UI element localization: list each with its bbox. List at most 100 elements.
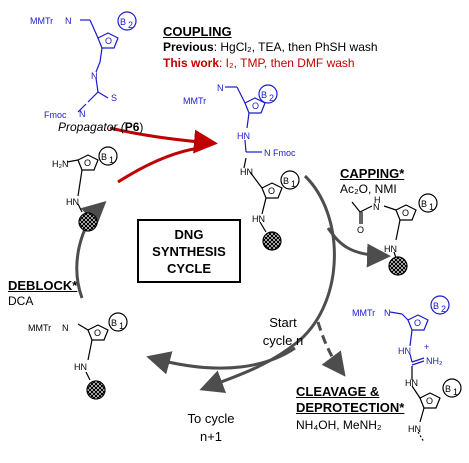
cleavage-reagents: NH₄OH, MeNH₂	[296, 418, 382, 432]
cleaved-n1: N	[384, 308, 391, 318]
propagator-label: Propagator (	[58, 120, 125, 134]
dimer-b1: B	[283, 176, 289, 186]
bottom-hn: HN	[74, 362, 87, 372]
cleavage-title-2: DEPROTECTION*	[296, 400, 405, 415]
coupling-title: COUPLING	[163, 24, 232, 39]
bottom-b1-sub: 1	[119, 321, 124, 331]
molecule-mmtr-resin	[77, 312, 128, 400]
red-arrow-propagator	[109, 126, 218, 154]
arc-capping	[326, 227, 391, 268]
molecule-coupled-dimer-black	[243, 157, 300, 251]
cleaved-b1: B	[445, 384, 451, 394]
molecule-cleaved-labels: MMTr N O HN NH₂ + HN O HN B 2 B 1	[352, 301, 458, 434]
dimer-o1: O	[252, 101, 259, 111]
arc-start-to-deblock	[146, 346, 296, 375]
cleaved-b2: B	[433, 301, 439, 311]
amine-hn: HN	[66, 197, 79, 207]
bottom-n: N	[62, 323, 69, 333]
previous-text: : HgCl₂, TEA, then PhSH wash	[213, 40, 378, 54]
coupling-this-work: This work: I₂, TMP, then DMF wash	[163, 56, 355, 70]
cleaved-b2-sub: 2	[441, 304, 446, 314]
nh-label-2: N	[91, 71, 98, 81]
previous-label: Previous	[163, 40, 214, 54]
molecule-capped-labels: N H O O HN B 1	[357, 195, 434, 254]
cleavage-title-1: CLEAVAGE &	[296, 384, 380, 399]
capped-b1: B	[421, 199, 427, 209]
dimer-o2: O	[268, 186, 275, 196]
cleaved-b1-sub: 1	[453, 387, 458, 397]
dimer-n-fmoc: N	[264, 148, 271, 158]
b2-badge	[117, 11, 137, 31]
b2-label-1: B	[120, 17, 126, 27]
capped-b1-sub: 1	[429, 202, 434, 212]
cleaved-nh2: NH₂	[426, 356, 443, 366]
arc-cleavage	[316, 321, 346, 377]
molecule-amine-resin-labels: H₂N O HN B 1	[52, 152, 114, 207]
start-label: Start cycle n	[248, 314, 318, 350]
bottom-b1: B	[111, 318, 117, 328]
mmtr-label: MMTr	[30, 16, 53, 26]
start-line1: Start	[269, 315, 297, 330]
dimer-hn: HN	[237, 131, 250, 141]
amine-b1-sub: 1	[109, 155, 114, 165]
dimer-hn-black: HN	[240, 167, 253, 177]
dimer-mmtr: MMTr	[183, 96, 206, 106]
to-cycle-label: To cycle n+1	[176, 410, 246, 446]
cleaved-o1: O	[414, 318, 421, 328]
amine-b1: B	[101, 152, 107, 162]
bottom-o: O	[94, 328, 101, 338]
molecule-propagator-labels: MMTr N N O S Fmoc N B 2	[30, 16, 133, 120]
arc-deblock-up	[75, 200, 107, 299]
deblock-title: DEBLOCK*	[8, 278, 78, 293]
molecule-cleaved	[389, 295, 450, 366]
ring-o-label: O	[105, 36, 112, 46]
nh-label-3: N	[79, 109, 86, 119]
capped-o: O	[357, 225, 364, 235]
furanose-ring	[97, 32, 119, 49]
propagator-close: )	[139, 120, 144, 134]
mmtr-label-bottom: MMTr	[28, 323, 51, 333]
cleaved-o2: O	[426, 396, 433, 406]
deblock-reagents: DCA	[8, 294, 34, 308]
capped-ring-o: O	[402, 208, 409, 218]
cycle-box: DNG SYNTHESIS CYCLE	[137, 219, 241, 283]
dimer-n1: N	[217, 83, 224, 93]
to-cycle-line1: To cycle	[187, 411, 235, 426]
dimer-b2: B	[261, 90, 267, 100]
capped-h: H	[374, 195, 381, 205]
cleaved-hn-bottom: HN	[408, 424, 421, 434]
b2-sub-1: 2	[128, 20, 133, 30]
start-line2: cycle n	[262, 333, 304, 348]
capped-hn: HN	[384, 244, 397, 254]
coupling-previous: Previous: HgCl₂, TEA, then PhSH wash	[163, 40, 378, 54]
dimer-hn-2: HN	[252, 214, 265, 224]
this-work-text: : I₂, TMP, then DMF wash	[219, 56, 355, 70]
capping-reagents: Ac₂O, NMI	[340, 182, 397, 196]
cycle-arrows	[75, 174, 391, 393]
this-work-label: This work	[163, 56, 220, 70]
arc-to-next-cycle	[199, 174, 336, 393]
cycle-line2: SYNTHESIS	[152, 243, 226, 259]
dimer-fmoc: Fmoc	[273, 148, 296, 158]
cleaved-hn-black: HN	[405, 378, 418, 388]
amine-h2n: H₂N	[52, 159, 69, 169]
cycle-line1: DNG	[174, 226, 204, 242]
molecule-coupled-dimer-labels: MMTr N O HN N Fmoc HN O HN B 2 B 1	[183, 83, 296, 224]
amine-o: O	[84, 158, 91, 168]
dimer-b1-sub: 1	[291, 179, 296, 189]
propagator-id: P6	[124, 120, 140, 134]
to-cycle-line2: n+1	[199, 429, 223, 444]
cycle-line3: CYCLE	[166, 260, 212, 276]
fmoc-label-1: Fmoc	[44, 110, 67, 120]
nh-label-1: N	[65, 16, 72, 26]
capped-n: N	[373, 202, 380, 212]
cleaved-hn-blue: HN	[398, 346, 411, 356]
molecule-mmtr-resin-labels: MMTr N O HN B 1	[28, 318, 124, 372]
s-label: S	[111, 93, 117, 103]
red-arrow-amine	[117, 146, 201, 184]
propagator-caption: Propagator (P6)	[58, 120, 143, 134]
molecule-capped	[351, 193, 438, 276]
cleaved-plus: +	[424, 342, 429, 352]
capping-title: CAPPING*	[340, 166, 405, 181]
